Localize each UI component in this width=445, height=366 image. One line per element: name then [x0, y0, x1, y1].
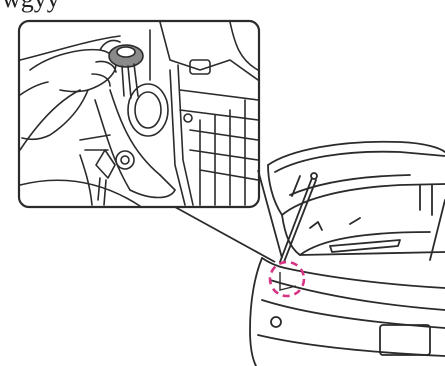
- vehicle-rear: [250, 142, 445, 366]
- bulb-location-highlight: [270, 262, 304, 296]
- callout-detail-panel: [19, 21, 259, 207]
